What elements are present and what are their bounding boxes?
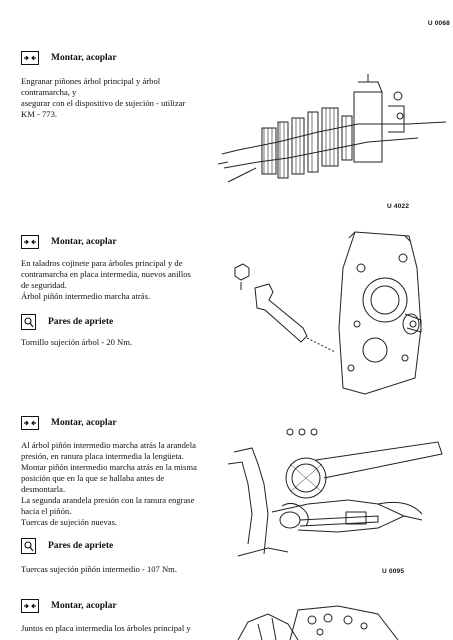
assemble-icon [21, 235, 39, 249]
section-title: Montar, acoplar [51, 601, 117, 611]
section-title: Montar, acoplar [51, 418, 117, 428]
section-header: Montar, acoplar [21, 599, 117, 613]
assemble-icon [21, 599, 39, 613]
text-line: presión, en ranura placa intermedia la l… [21, 451, 184, 461]
assemble-icon [21, 416, 39, 430]
section-text: Juntos en placa intermedia los árboles p… [21, 623, 191, 634]
torque-title: Pares de apriete [48, 541, 114, 551]
section-header: Montar, acoplar [21, 416, 117, 430]
section-header: Montar, acoplar [21, 51, 117, 65]
torque-header: Pares de apriete [21, 314, 113, 330]
text-line: hacia el piñón. [21, 506, 72, 516]
shafts-assembly-illustration [228, 600, 408, 640]
text-line: Montar piñón intermedio marcha atrás en … [21, 462, 197, 472]
text-line: contramarcha en placa intermedia, nuevos… [21, 269, 191, 279]
text-line: Tuercas de sujeción nuevas. [21, 517, 118, 527]
text-line: Tornillo sujeción árbol - 20 Nm. [21, 337, 133, 347]
assemble-icon [21, 51, 39, 65]
torque-title: Pares de apriete [48, 317, 114, 327]
figure-code: U 4022 [387, 203, 410, 210]
text-line: La segunda arandela presión con la ranur… [21, 495, 195, 505]
section-text: Engranar piñones árbol principal y árbol… [21, 76, 185, 120]
section-header: Montar, acoplar [21, 235, 117, 249]
text-line: KM - 773. [21, 109, 58, 119]
text-line: Engranar piñones árbol principal y árbol [21, 76, 161, 86]
section-text: Al árbol piñón intermedio marcha atrás l… [21, 440, 197, 528]
text-line: asegurar con el dispositivo de sujeción … [21, 98, 186, 108]
section-text: En taladros cojinete para árboles princi… [21, 258, 191, 302]
reverse-idler-gear-illustration [228, 424, 450, 564]
text-line: de seguridad. [21, 280, 67, 290]
text-line: desmontarla. [21, 484, 66, 494]
intermediate-plate-illustration [225, 228, 435, 398]
torque-wrench-icon [21, 538, 36, 554]
text-line: Tuercas sujeción piñón intermedio - 107 … [21, 564, 178, 574]
text-line: Juntos en placa intermedia los árboles p… [21, 623, 191, 633]
torque-text: Tuercas sujeción piñón intermedio - 107 … [21, 564, 177, 575]
text-line: Árbol piñón intermedio marcha atrás. [21, 291, 151, 301]
torque-wrench-icon [21, 314, 36, 330]
gear-shafts-illustration [218, 72, 450, 190]
section-title: Montar, acoplar [51, 237, 117, 247]
text-line: En taladros cojinete para árboles princi… [21, 258, 183, 268]
text-line: contramarcha, y [21, 87, 77, 97]
page-code: U 0068 [427, 20, 450, 27]
section-title: Montar, acoplar [51, 53, 117, 63]
torque-header: Pares de apriete [21, 538, 113, 554]
text-line: Al árbol piñón intermedio marcha atrás l… [21, 440, 196, 450]
torque-text: Tornillo sujeción árbol - 20 Nm. [21, 337, 132, 348]
text-line: posición que en la que se hallaba antes … [21, 473, 165, 483]
figure-code: U 0095 [382, 568, 405, 575]
